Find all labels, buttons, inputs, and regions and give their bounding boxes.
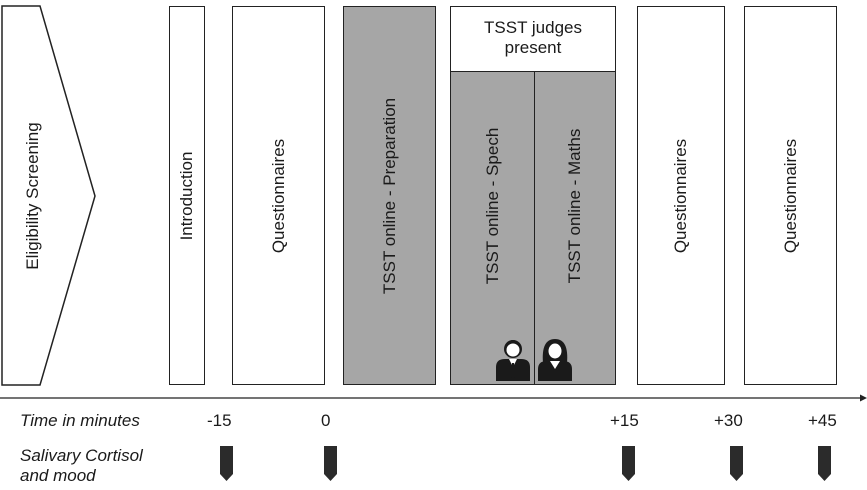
cortisol-sample-marker-2 (324, 446, 337, 481)
tsst-maths-label: TSST online - Maths (565, 128, 584, 284)
time-tick-plus30: +30 (714, 411, 743, 430)
tsst-judges-group: TSST judges present TSST online - Spech … (450, 6, 616, 385)
tsst-maths-box: TSST online - Maths (535, 71, 615, 384)
cortisol-sample-marker-5 (818, 446, 831, 481)
questionnaires-box-1: Questionnaires (232, 6, 325, 385)
tsst-speech-box: TSST online - Spech (451, 71, 535, 384)
cortisol-sample-marker-1 (220, 446, 233, 481)
questionnaires-label-2: Questionnaires (671, 138, 690, 253)
questionnaires-label-3: Questionnaires (780, 138, 800, 253)
time-axis-label: Time in minutes (20, 411, 140, 430)
tsst-preparation-label: TSST online - Preparation (379, 97, 399, 294)
cortisol-sample-marker-3 (622, 446, 635, 481)
eligibility-label: Eligibility Screening (23, 121, 42, 270)
questionnaires-box-2: Questionnaires (637, 6, 725, 385)
male-judge-icon (496, 340, 530, 381)
introduction-label: Introduction (177, 151, 196, 240)
timeline-arrowhead (860, 394, 867, 402)
female-judge-icon (538, 339, 572, 381)
questionnaires-box-3: Questionnaires (744, 6, 837, 385)
questionnaires-label-1: Questionnaires (268, 138, 288, 253)
tsst-speech-label: TSST online - Spech (482, 127, 502, 285)
time-tick-plus15: +15 (610, 411, 639, 430)
cortisol-label: Salivary Cortisol and mood (20, 446, 143, 485)
tsst-preparation-box: TSST online - Preparation (343, 6, 436, 385)
cortisol-sample-marker-4 (730, 446, 743, 481)
time-tick-minus15: -15 (207, 411, 232, 430)
introduction-box: Introduction (169, 6, 205, 385)
time-tick-plus45: +45 (808, 411, 837, 430)
time-tick-0: 0 (321, 411, 331, 430)
judges-present-header: TSST judges present (484, 18, 582, 57)
